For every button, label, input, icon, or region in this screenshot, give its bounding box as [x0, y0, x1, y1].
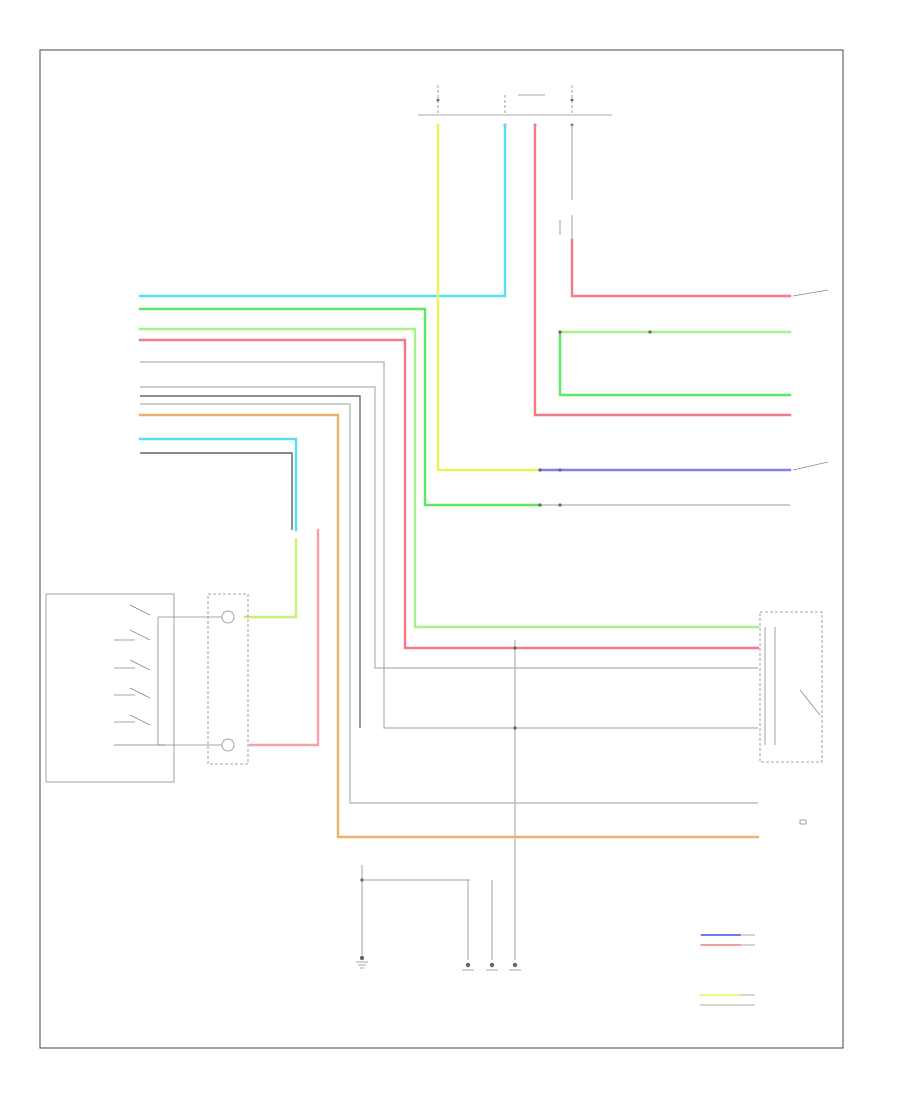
wire-light-blue-top — [138, 123, 507, 298]
wire-yellow — [436, 123, 542, 472]
right-components — [700, 289, 829, 1006]
spiral-cable — [200, 593, 249, 765]
wire-green-right — [558, 330, 792, 397]
steering-switch-block — [45, 593, 200, 783]
wire-light-blue-lower — [138, 437, 298, 532]
ground-symbols — [356, 961, 521, 971]
colored-wires — [138, 123, 792, 839]
wire-orange — [138, 413, 760, 839]
wire-light-green-spiral — [243, 538, 298, 619]
wire-light-green — [138, 327, 760, 629]
wire-red-top — [533, 123, 792, 417]
wire-red-spiral — [248, 528, 320, 747]
junction-dots — [359, 330, 652, 968]
wire-red-right — [570, 238, 792, 298]
gray-wires — [114, 125, 790, 960]
wire-red-long — [138, 338, 760, 650]
wire-green-long — [138, 307, 542, 507]
top-power-block — [418, 85, 612, 235]
diagram-frame — [39, 49, 844, 1049]
